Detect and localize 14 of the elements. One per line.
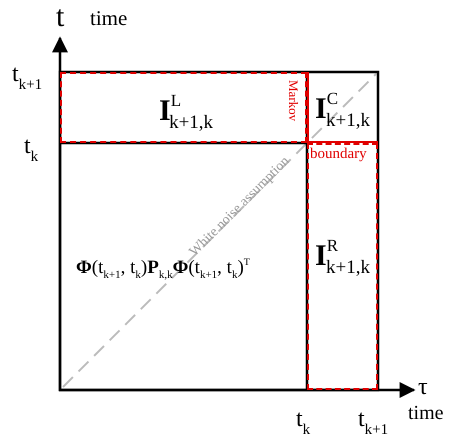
region-note: Markov <box>285 80 301 122</box>
tick-label: t$_{k}$ <box>296 407 310 438</box>
axis-label: time <box>408 403 444 423</box>
region-note: boundary <box>310 146 367 162</box>
tick-label: t$_{k+1}$ <box>358 407 388 438</box>
axis-label: time <box>90 8 128 29</box>
region-box <box>307 72 378 143</box>
region-box <box>307 143 378 390</box>
axis-symbol: t <box>56 2 64 32</box>
tick-label: t$_{k}$ <box>24 134 38 165</box>
region-box <box>60 72 307 143</box>
axis-symbol: τ <box>418 375 428 399</box>
tick-label: t$_{k+1}$ <box>12 62 42 93</box>
formula-text: Φ(t$_{k+1}$, t$_{k}$)P$_{k,k}$Φ(t$_{k+1}$, t$_{k}$)$^{T}$ <box>76 258 250 281</box>
